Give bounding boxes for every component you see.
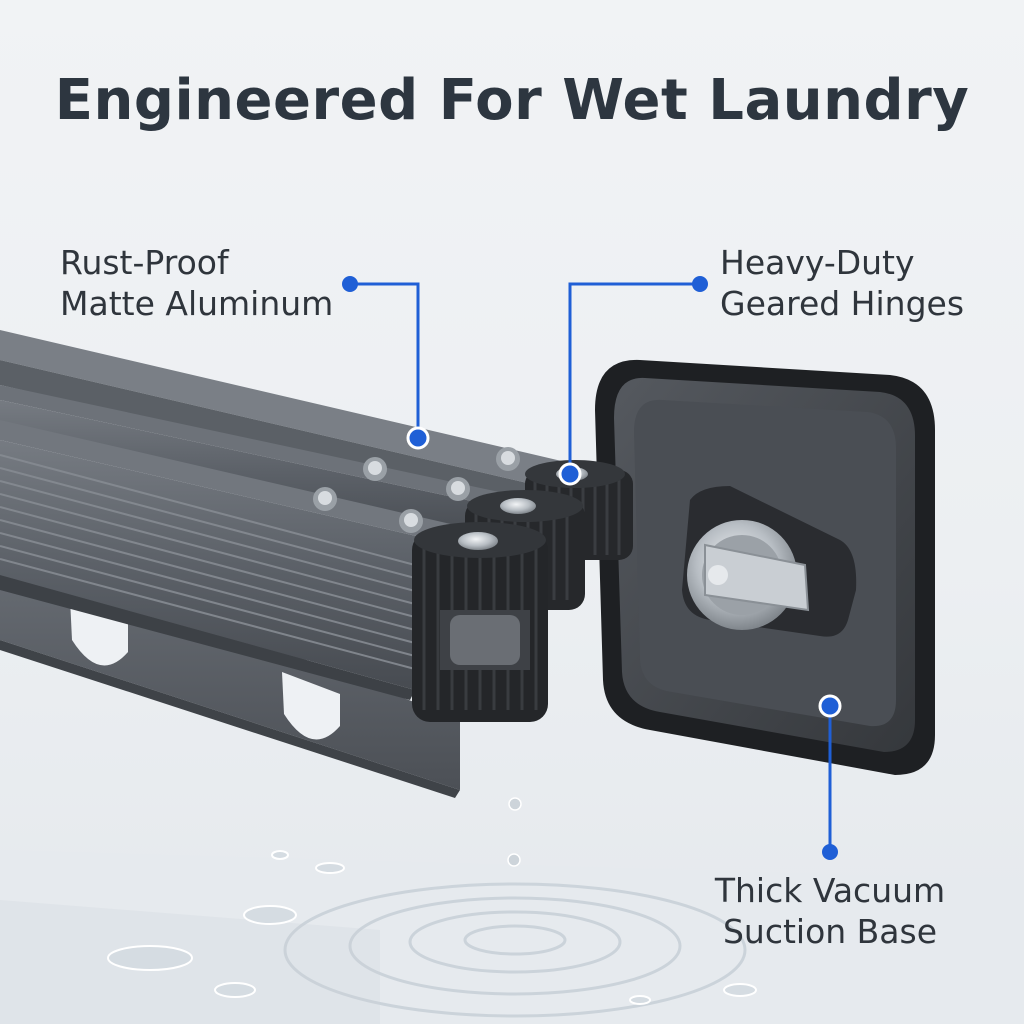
- rail-ribs: [0, 454, 416, 670]
- callout-hinges-line2: Geared Hinges: [720, 284, 965, 323]
- suction-base: [595, 359, 935, 775]
- water-surface: [0, 797, 1024, 1024]
- callout-base-line1: Thick Vacuum: [714, 871, 946, 910]
- callout-aluminum-line2: Matte Aluminum: [60, 284, 334, 323]
- hinges-target-dot: [558, 462, 582, 486]
- callout-hinges: Heavy-Duty Geared Hinges: [720, 242, 964, 324]
- hinges-anchor-dot: [692, 276, 708, 292]
- base-target-dot: [818, 694, 842, 718]
- callout-hinges-line1: Heavy-Duty: [720, 243, 915, 282]
- suction-lever-icon: [687, 520, 810, 630]
- callout-aluminum: Rust-Proof Matte Aluminum: [60, 242, 333, 324]
- aluminum-rails: [0, 330, 600, 798]
- gear-icon: [412, 522, 548, 722]
- callout-base: Thick Vacuum Suction Base: [700, 870, 960, 952]
- callout-lines: [350, 282, 832, 852]
- aluminum-anchor-dot: [342, 276, 358, 292]
- page-title: Engineered For Wet Laundry: [54, 68, 970, 133]
- callout-dots: [342, 276, 842, 860]
- base-anchor-dot: [822, 844, 838, 860]
- callout-aluminum-line1: Rust-Proof: [60, 243, 229, 282]
- water-droplets: [107, 850, 757, 1005]
- geared-hinges: [412, 460, 633, 722]
- falling-drops: [507, 797, 522, 867]
- hinges-callout-line: [568, 282, 700, 472]
- flange-hole: [282, 672, 340, 740]
- callout-base-line2: Suction Base: [722, 912, 938, 951]
- rivets: [313, 447, 520, 533]
- aluminum-callout-line: [350, 282, 420, 438]
- ripple-rings: [283, 882, 747, 1018]
- aluminum-target-dot: [406, 426, 430, 450]
